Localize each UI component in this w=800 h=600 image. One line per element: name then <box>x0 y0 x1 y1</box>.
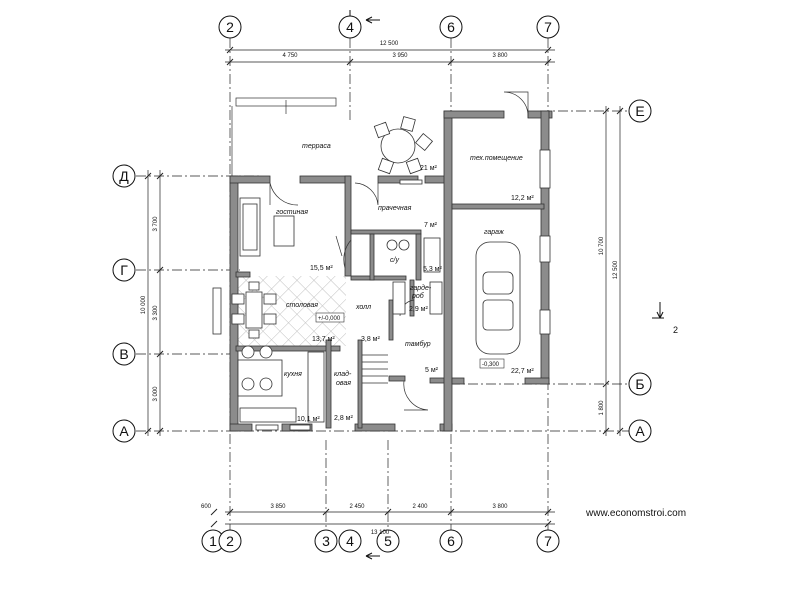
axis-bottom-3: 3 <box>314 529 338 553</box>
svg-text:В: В <box>119 346 128 362</box>
axis-right-e: Е <box>628 99 652 123</box>
room-wardrobe-l2: роб <box>411 292 425 300</box>
axis-markers: 2 4 6 7 1 2 3 4 5 6 7 Д Г В А Е Б А <box>112 15 652 553</box>
axis-right-a: А <box>628 419 652 443</box>
dim-bottom-2: 3 850 <box>270 504 286 510</box>
room-labels: терраса гостиная столовая кухня клад- ов… <box>276 143 523 387</box>
axis-bottom-4: 4 <box>338 529 362 553</box>
area-hall: 13,7 м² <box>312 336 335 343</box>
room-vestibule: тамбур <box>405 340 431 348</box>
dim-left-3: 3 000 <box>153 386 159 402</box>
axis-top-7: 7 <box>536 15 560 39</box>
room-wardrobe-l1: гарде- <box>410 284 432 292</box>
section-marks: 2 <box>349 10 678 560</box>
dim-right-total: 12 500 <box>613 260 619 279</box>
area-labels: 21 м² 7 м² 15,5 м² 5,3 м² 2,9 м² 13,7 м²… <box>297 165 534 423</box>
area-living: 15,5 м² <box>310 265 333 272</box>
dim-top-total: 12 500 <box>380 41 399 47</box>
room-wc: с/у <box>390 257 399 264</box>
area-kitchen: 10,1 м² <box>297 416 320 423</box>
svg-text:Б: Б <box>635 376 644 392</box>
axis-bottom-7: 7 <box>536 529 560 553</box>
area-laundry: 7 м² <box>424 222 438 229</box>
area-wc: 5,3 м² <box>423 266 442 273</box>
dimension-lines <box>144 46 624 528</box>
svg-text:А: А <box>635 423 645 439</box>
dim-top-3: 3 800 <box>492 53 508 59</box>
axis-bottom-6: 6 <box>439 529 463 553</box>
svg-text:6: 6 <box>447 533 455 549</box>
dim-bottom-3: 2 450 <box>349 504 365 510</box>
area-terrace: 21 м² <box>420 165 438 172</box>
svg-text:4: 4 <box>346 19 354 35</box>
dim-right-inner: 10 700 <box>599 236 605 255</box>
dim-bottom-total: 13 100 <box>371 530 390 536</box>
dim-bottom-5: 3 800 <box>492 504 508 510</box>
area-garage: 22,7 м² <box>511 368 534 375</box>
axis-left-v: В <box>112 342 136 366</box>
svg-text:2: 2 <box>226 19 234 35</box>
furniture <box>231 116 521 423</box>
dim-top-1: 4 750 <box>282 53 298 59</box>
svg-text:Д: Д <box>119 168 129 184</box>
section-mark-label: 2 <box>673 325 678 335</box>
svg-text:А: А <box>119 423 129 439</box>
room-hall: холл <box>355 304 371 311</box>
room-tech: тех.помещение <box>470 155 523 162</box>
axis-bottom-2: 2 <box>218 529 242 553</box>
room-kitchen: кухня <box>284 371 302 378</box>
area-tech: 12,2 м² <box>511 195 534 202</box>
svg-text:Г: Г <box>120 262 128 278</box>
axis-left-a: А <box>112 419 136 443</box>
axis-top-2: 2 <box>218 15 242 39</box>
svg-text:5: 5 <box>384 533 392 549</box>
svg-text:7: 7 <box>544 533 552 549</box>
axis-bottom-5: 5 <box>376 529 400 553</box>
axis-left-d: Д <box>112 164 136 188</box>
axis-left-g: Г <box>112 258 136 282</box>
svg-text:7: 7 <box>544 19 552 35</box>
dimension-labels: 12 500 4 750 3 950 3 800 600 3 850 2 450… <box>141 41 619 536</box>
dim-bottom-4: 2 400 <box>412 504 428 510</box>
axis-top-6: 6 <box>439 15 463 39</box>
level-marks: +/-0,000 -0,300 <box>315 312 505 369</box>
dim-right-small: 1 800 <box>599 400 605 416</box>
dim-top-2: 3 950 <box>392 53 408 59</box>
dim-bottom-1: 600 <box>201 504 212 510</box>
area-pantry: 2,8 м² <box>334 415 353 422</box>
svg-text:Е: Е <box>635 103 644 119</box>
svg-text:6: 6 <box>447 19 455 35</box>
axis-right-b: Б <box>628 372 652 396</box>
level-main: +/-0,000 <box>318 316 341 322</box>
room-terrace: терраса <box>302 143 331 150</box>
level-garage: -0,300 <box>482 362 500 368</box>
dim-left-total: 10 000 <box>141 295 147 314</box>
area-hall2: 3,8 м² <box>361 336 380 343</box>
room-pantry-l2: овая <box>336 380 351 387</box>
room-living: гостиная <box>276 209 308 216</box>
room-laundry: прачечная <box>378 205 412 212</box>
svg-text:2: 2 <box>226 533 234 549</box>
area-vestibule: 5 м² <box>425 367 439 374</box>
axis-lines <box>136 38 630 530</box>
room-garage: гараж <box>484 229 505 236</box>
area-wardrobe: 2,9 м² <box>409 306 428 313</box>
dim-left-2: 3 300 <box>153 305 159 321</box>
room-pantry-l1: клад- <box>334 370 352 378</box>
dim-left-1: 3 700 <box>153 216 159 232</box>
svg-text:4: 4 <box>346 533 354 549</box>
room-dining: столовая <box>286 302 318 309</box>
axis-top-4: 4 <box>338 15 362 39</box>
svg-text:3: 3 <box>322 533 330 549</box>
svg-text:1: 1 <box>209 533 217 549</box>
website-caption: www.economstroi.com <box>586 508 687 519</box>
